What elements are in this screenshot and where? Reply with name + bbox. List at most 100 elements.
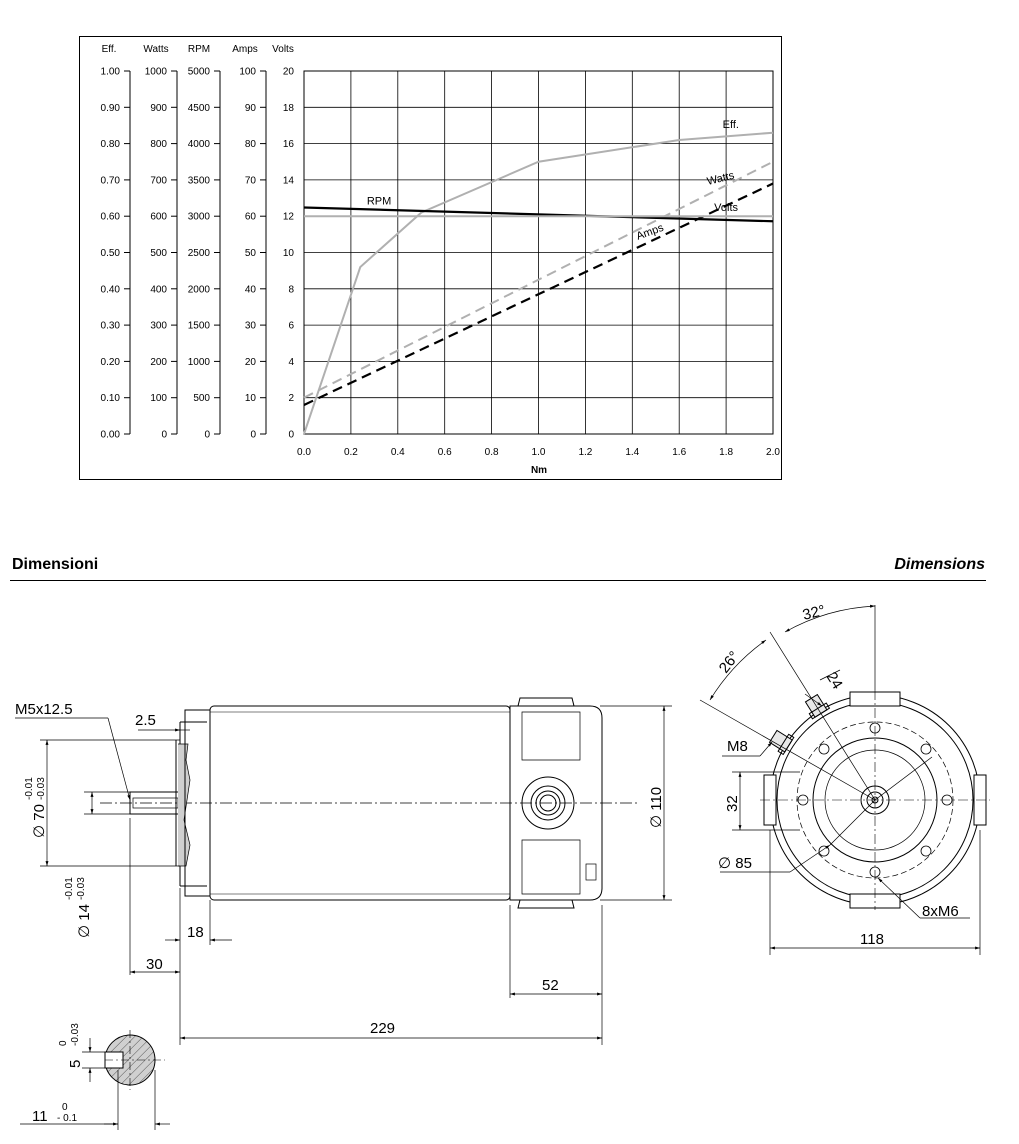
end-view-dimension-texts: 32° 26° 24 M8 32 ∅ 85 8xM6 118 [716, 602, 959, 948]
y-tick-label-rpm: 1500 [188, 321, 211, 332]
y-tick-label-amps: 100 [239, 67, 256, 78]
pilot-diameter-label: ∅ 70 [31, 804, 48, 838]
x-tick-label: 0.4 [391, 447, 405, 458]
y-tick-label-rpm: 500 [193, 393, 210, 404]
y-tick-label-volts: 6 [288, 321, 294, 332]
y-tick-label-amps: 90 [245, 103, 257, 114]
bolt-circle-label: ∅ 85 [718, 855, 752, 872]
y-tick-label-watts: 800 [150, 139, 167, 150]
side-view-dimension-texts: M5x12.5 2.5 ∅ 70 -0.01 -0.03 ∅ 14 -0.01 … [15, 701, 665, 1037]
y-tick-label-eff: 0.00 [101, 430, 121, 441]
series-label-eff: Eff. [723, 119, 739, 131]
pilot-tolerance-upper: -0.01 [24, 777, 35, 800]
key-width-tol-lower: -0.03 [70, 1023, 81, 1046]
y-tick-label-rpm: 1000 [188, 357, 211, 368]
y-tick-label-rpm: 4000 [188, 139, 211, 150]
x-tick-label: 0.6 [438, 447, 452, 458]
angle-26-label: 26° [716, 648, 743, 676]
end-width-label: 118 [860, 931, 884, 948]
y-tick-label-eff: 0.70 [101, 175, 121, 186]
y-tick-label-volts: 8 [288, 284, 294, 295]
x-tick-label: 0.0 [297, 447, 311, 458]
shaft-tolerance-lower: -0.03 [76, 877, 87, 900]
mounting-holes-label: 8xM6 [922, 903, 959, 920]
y-tick-label-rpm: 2000 [188, 284, 211, 295]
y-tick-label-volts: 18 [283, 103, 295, 114]
y-tick-label-watts: 100 [150, 393, 167, 404]
y-tick-label-eff: 0.10 [101, 393, 121, 404]
y-tick-label-amps: 60 [245, 212, 257, 223]
side-view-dimension-lines [15, 705, 672, 1045]
section-title-italian: Dimensioni [12, 556, 99, 573]
y-tick-label-volts: 4 [288, 357, 294, 368]
y-tick-label-watts: 600 [150, 212, 167, 223]
y-tick-label-eff: 0.40 [101, 284, 121, 295]
y-axis-title-volts: Volts [272, 44, 294, 55]
series-line-rpm [303, 206, 774, 223]
series-label-rpm: RPM [367, 196, 391, 208]
y-tick-label-amps: 40 [245, 284, 257, 295]
y-tick-label-volts: 14 [283, 175, 295, 186]
flange-offset-label: 2.5 [135, 712, 156, 729]
y-tick-label-rpm: 3500 [188, 175, 211, 186]
y-tick-label-watts: 400 [150, 284, 167, 295]
x-tick-label: 1.2 [578, 447, 592, 458]
y-tick-label-amps: 20 [245, 357, 257, 368]
y-tick-label-amps: 0 [250, 430, 256, 441]
terminal-thread-label: M8 [727, 738, 748, 755]
y-axis-title-amps: Amps [232, 44, 258, 55]
series-line-watts [303, 160, 774, 399]
y-tick-label-watts: 300 [150, 321, 167, 332]
shaft-thread-label: M5x12.5 [15, 701, 73, 718]
plot-frame [303, 70, 774, 435]
x-tick-label: 0.8 [485, 447, 499, 458]
y-axis-title-watts: Watts [143, 44, 168, 55]
y-tick-label-watts: 0 [161, 430, 167, 441]
terminal-height-label: 32 [724, 795, 741, 812]
chart-series [303, 131, 774, 435]
y-tick-label-rpm: 2500 [188, 248, 211, 259]
key-depth-tol-upper: 0 [62, 1102, 68, 1113]
box-length-label: 52 [542, 977, 559, 994]
key-depth-label: 11 [32, 1108, 48, 1125]
x-tick-label: 0.2 [344, 447, 358, 458]
y-tick-label-watts: 500 [150, 248, 167, 259]
x-tick-label: 1.4 [625, 447, 639, 458]
x-tick-label: 2.0 [766, 447, 780, 458]
y-tick-label-amps: 30 [245, 321, 257, 332]
chart-grid [303, 70, 774, 435]
y-axis-title-rpm: RPM [188, 44, 210, 55]
y-tick-label-rpm: 3000 [188, 212, 211, 223]
shaft-diameter-label: ∅ 14 [76, 904, 93, 938]
y-tick-label-amps: 70 [245, 175, 257, 186]
y-tick-label-watts: 200 [150, 357, 167, 368]
shaft-key-section [20, 1030, 170, 1130]
shaft-tolerance-upper: -0.01 [64, 877, 75, 900]
y-tick-label-volts: 0 [288, 430, 294, 441]
section-divider [10, 580, 986, 581]
motor-dimension-drawing: M5x12.5 2.5 ∅ 70 -0.01 -0.03 ∅ 14 -0.01 … [15, 602, 990, 1130]
y-tick-label-eff: 0.30 [101, 321, 121, 332]
y-tick-label-amps: 50 [245, 248, 257, 259]
x-axis-title: Nm [531, 465, 547, 476]
y-tick-label-eff: 0.80 [101, 139, 121, 150]
y-tick-label-eff: 0.60 [101, 212, 121, 223]
y-tick-label-rpm: 5000 [188, 67, 211, 78]
total-length-label: 229 [370, 1020, 395, 1037]
y-tick-label-volts: 2 [288, 393, 294, 404]
key-width-tol-upper: 0 [58, 1040, 69, 1046]
y-tick-label-volts: 12 [283, 212, 295, 223]
key-section-texts: 5 0 -0.03 11 0 - 0.1 [32, 1023, 84, 1125]
key-depth-tol-lower: - 0.1 [57, 1113, 77, 1124]
series-line-amps [303, 182, 774, 406]
y-tick-label-watts: 1000 [145, 67, 168, 78]
y-tick-label-rpm: 4500 [188, 103, 211, 114]
x-tick-label: 1.0 [532, 447, 546, 458]
motor-end-view [760, 690, 990, 910]
terminal-stud-lower [768, 729, 795, 756]
y-tick-label-watts: 900 [150, 103, 167, 114]
series-label-watts: Watts [706, 170, 736, 188]
